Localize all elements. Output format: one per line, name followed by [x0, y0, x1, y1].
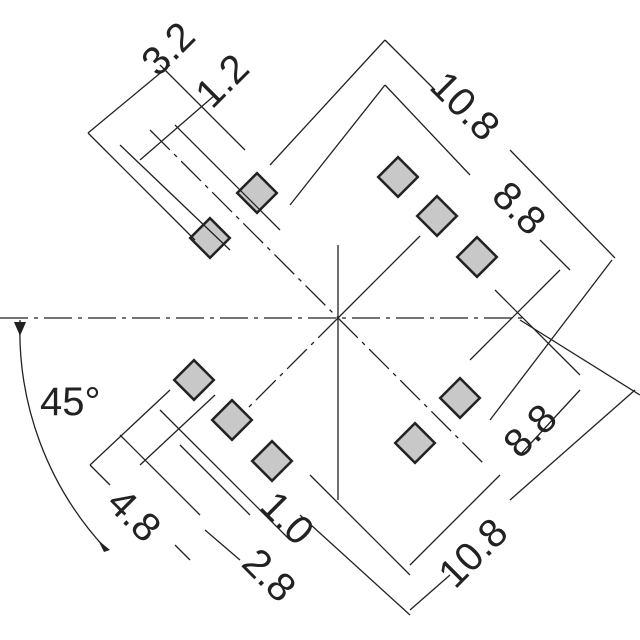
dim-10-8-top: 10.8: [422, 63, 508, 149]
pad: [210, 398, 254, 442]
dimension-lines: [14, 39, 640, 616]
pad: [376, 155, 420, 199]
diagonal-centerline-se: [337, 317, 486, 466]
diagonal-centerline-ne: [337, 235, 421, 319]
dim-8-8-bottom: 8.8: [495, 396, 565, 466]
pad: [235, 171, 279, 215]
pad: [438, 376, 482, 420]
pads: [172, 155, 499, 483]
pad: [393, 421, 437, 465]
angle-label: 45°: [40, 380, 101, 424]
pad: [172, 358, 216, 402]
diagonal-centerline-nw: [149, 129, 339, 319]
angle-arc: [19, 319, 106, 549]
dim-3-2: 3.2: [133, 14, 203, 84]
pad: [250, 439, 294, 483]
dim-4-8: 4.8: [99, 480, 169, 550]
dim-1-2: 1.2: [187, 46, 257, 116]
dim-10-8-bottom: 10.8: [430, 510, 516, 596]
pad: [455, 235, 499, 279]
pad: [188, 216, 232, 260]
pad: [415, 194, 459, 238]
